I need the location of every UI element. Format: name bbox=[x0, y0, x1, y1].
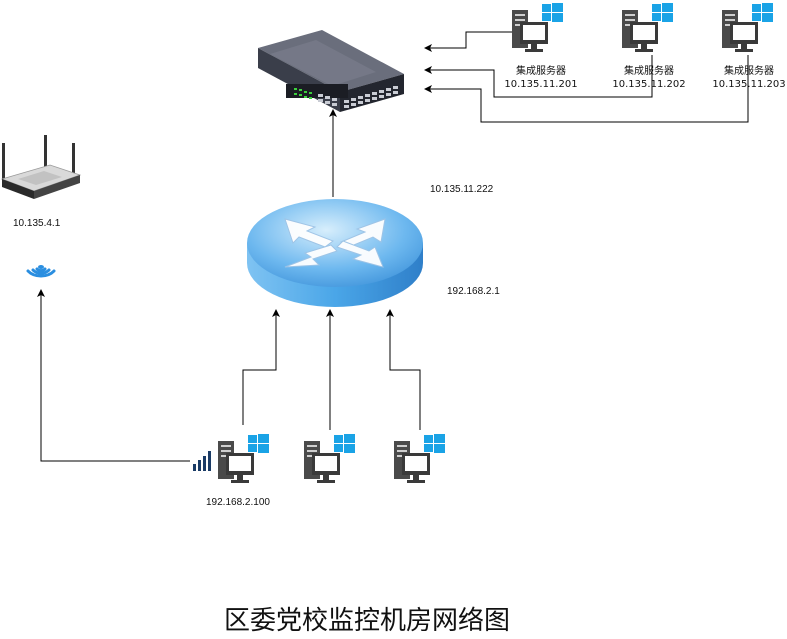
server-1-name: 集成服务器 bbox=[516, 66, 566, 77]
client-1-ip: 192.168.2.100 bbox=[206, 497, 270, 508]
link-client1-router bbox=[242, 309, 280, 425]
client-2-icon bbox=[304, 434, 355, 483]
wireless-router-icon bbox=[0, 135, 82, 199]
server-3-ip: 10.135.11.203 bbox=[712, 79, 786, 90]
server-2-icon bbox=[622, 3, 673, 52]
link-client1-wifi bbox=[37, 289, 190, 462]
network-switch-icon bbox=[258, 30, 404, 112]
server-3-name: 集成服务器 bbox=[724, 66, 774, 77]
server-3-icon bbox=[722, 3, 773, 52]
server-2-ip: 10.135.11.202 bbox=[612, 79, 686, 90]
link-client3-router bbox=[386, 309, 421, 430]
link-server2-switch bbox=[424, 55, 653, 98]
link-server1-switch bbox=[424, 31, 514, 52]
wifi-signal-icon bbox=[26, 265, 56, 278]
signal-bars-icon bbox=[193, 451, 211, 471]
router-icon bbox=[247, 199, 423, 307]
client-1-icon bbox=[218, 434, 269, 483]
wireless-router-ip: 10.135.4.1 bbox=[13, 218, 61, 229]
server-2-name: 集成服务器 bbox=[624, 66, 674, 77]
router-upper-ip: 10.135.11.222 bbox=[430, 184, 494, 195]
server-1-icon bbox=[512, 3, 563, 52]
server-1-ip: 10.135.11.201 bbox=[504, 79, 578, 90]
diagram-title: 区委党校监控机房网络图 bbox=[223, 606, 510, 636]
link-server3-switch bbox=[424, 55, 749, 123]
router-lower-ip: 192.168.2.1 bbox=[447, 286, 500, 297]
client-3-icon bbox=[394, 434, 445, 483]
